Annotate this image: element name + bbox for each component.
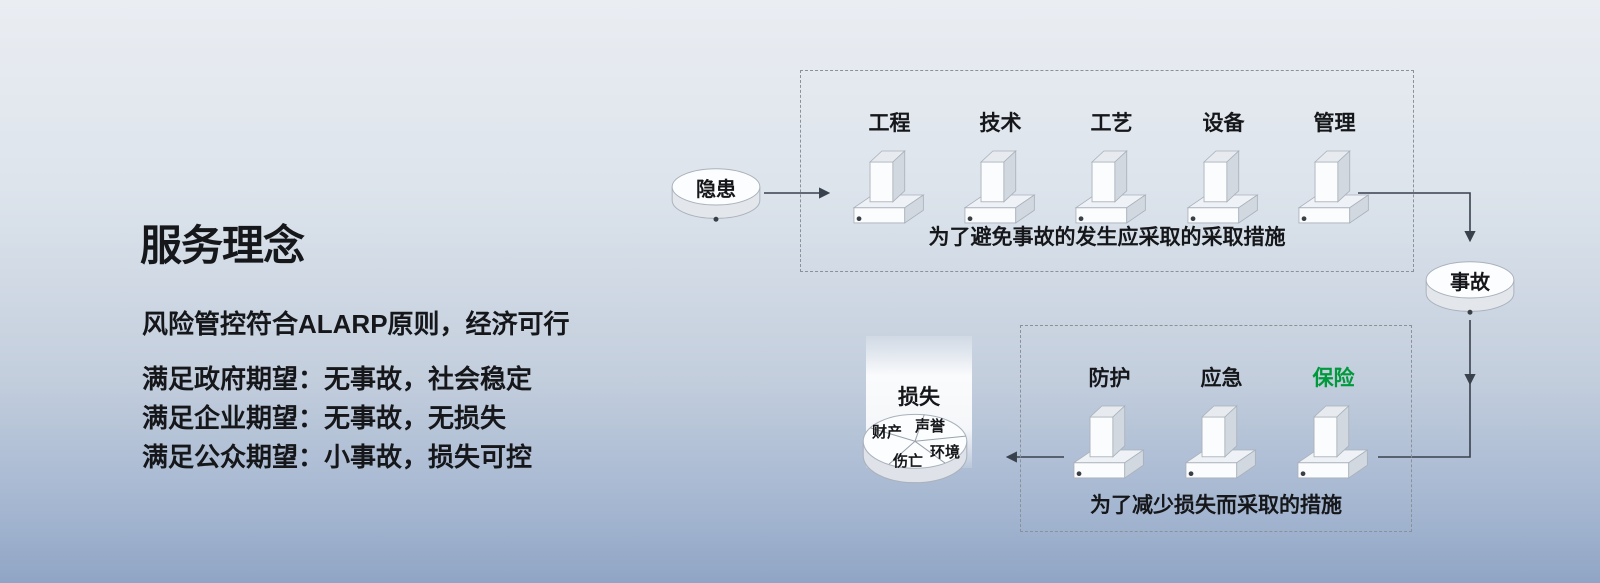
loss-node: 财产 声誉 伤亡 环境 bbox=[858, 404, 972, 491]
accident-node: 事故 bbox=[1422, 257, 1518, 319]
barrier-label: 管理 bbox=[1313, 112, 1356, 135]
pie-segment-casualty: 伤亡 bbox=[893, 453, 924, 470]
barrier-emergency: 应急 bbox=[1179, 362, 1264, 483]
barrier-icon bbox=[1069, 140, 1154, 228]
barrier-label: 应急 bbox=[1200, 367, 1243, 390]
loss-label: 损失 bbox=[898, 386, 940, 409]
barrier-icon bbox=[1292, 140, 1377, 228]
barrier-icon bbox=[1291, 395, 1376, 483]
expectations-list: 满足政府期望：无事故，社会稳定 满足企业期望：无事故，无损失 满足公众期望：小事… bbox=[142, 360, 532, 477]
subtitle: 风险管控符合ALARP原则，经济可行 bbox=[142, 309, 570, 339]
expectation-public: 满足公众期望：小事故，损失可控 bbox=[142, 442, 533, 472]
barrier-label: 保险 bbox=[1312, 367, 1355, 390]
barrier-equipment: 设备 bbox=[1181, 107, 1266, 228]
barrier-label: 工艺 bbox=[1090, 112, 1133, 135]
expectation-government: 满足政府期望：无事故，社会稳定 bbox=[142, 364, 533, 394]
barrier-label: 工程 bbox=[868, 112, 911, 135]
mitigation-caption: 为了减少损失而采取的措施 bbox=[1090, 494, 1342, 517]
pie-segment-reputation: 声誉 bbox=[915, 418, 946, 435]
barrier-management: 管理 bbox=[1292, 107, 1377, 228]
barrier-icon bbox=[1181, 140, 1266, 228]
hazard-label: 隐患 bbox=[696, 179, 736, 201]
expectation-enterprise: 满足企业期望：无事故，无损失 bbox=[142, 403, 507, 433]
barrier-technology: 技术 bbox=[958, 107, 1043, 228]
barrier-process: 工艺 bbox=[1069, 107, 1154, 228]
barrier-insurance: 保险 bbox=[1291, 362, 1376, 483]
barrier-icon bbox=[1067, 395, 1152, 483]
prevention-box: 工程 技术 工艺 设备 管理 为了避免事故的发生应采取的采取措施 bbox=[800, 70, 1414, 272]
pie-segment-property: 财产 bbox=[872, 424, 903, 441]
barrier-label: 设备 bbox=[1202, 112, 1245, 135]
barrier-icon bbox=[958, 140, 1043, 228]
barrier-label: 防护 bbox=[1088, 367, 1131, 390]
mitigation-box: 防护 应急 保险 为了减少损失而采取的措施 bbox=[1020, 325, 1412, 532]
barrier-icon bbox=[1179, 395, 1264, 483]
pie-segment-environment: 环境 bbox=[930, 444, 961, 461]
accident-label: 事故 bbox=[1450, 272, 1490, 294]
barrier-label: 技术 bbox=[979, 112, 1022, 135]
prevention-caption: 为了避免事故的发生应采取的采取措施 bbox=[928, 226, 1286, 249]
barrier-icon bbox=[847, 140, 932, 228]
barrier-protection: 防护 bbox=[1067, 362, 1152, 483]
hazard-node: 隐患 bbox=[668, 164, 764, 226]
barrier-engineering: 工程 bbox=[847, 107, 932, 228]
page-title: 服务理念 bbox=[140, 222, 305, 270]
